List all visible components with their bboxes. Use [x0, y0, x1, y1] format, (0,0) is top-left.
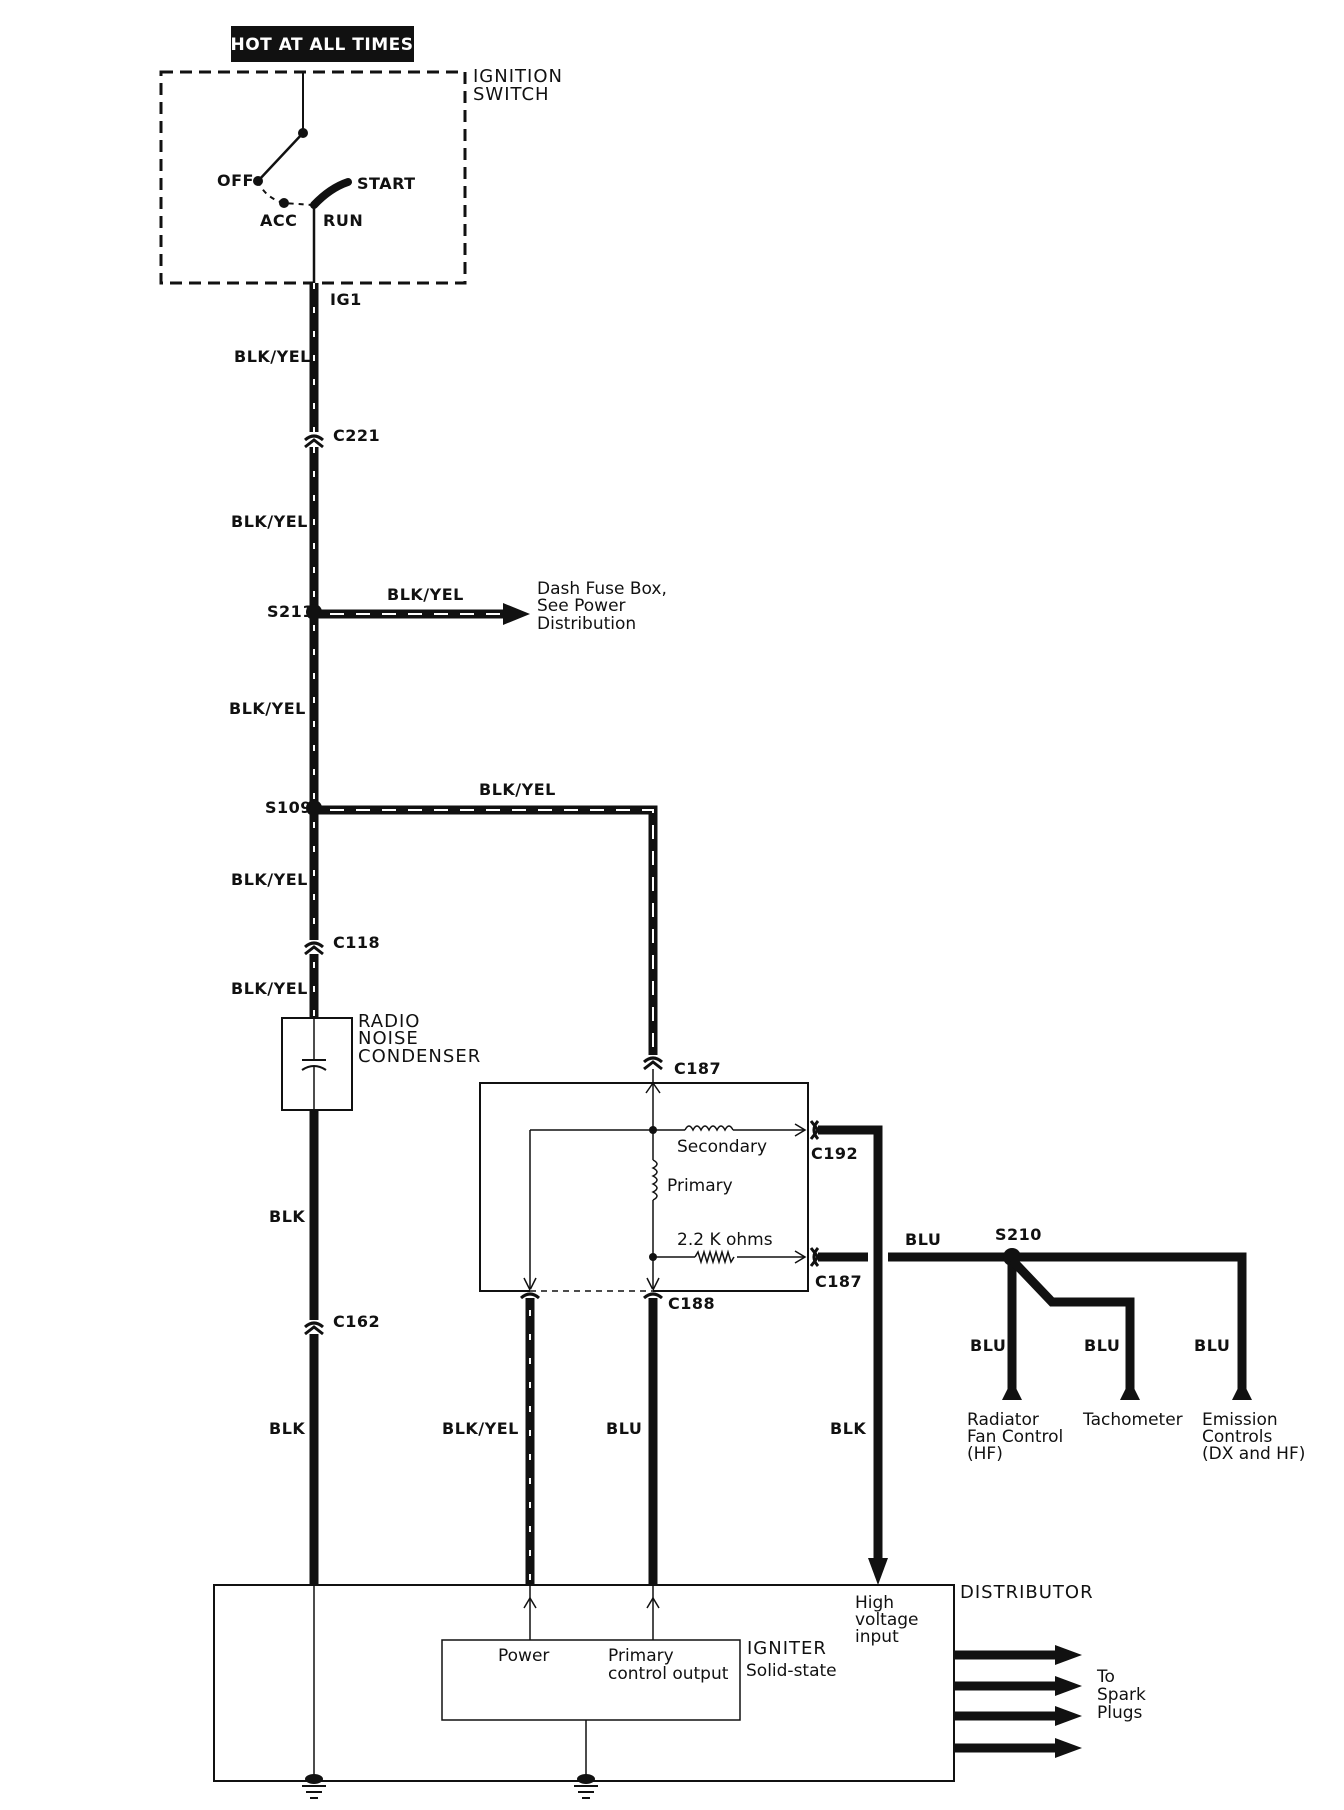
wire-label-blkyel-1: BLK/YEL	[234, 347, 311, 366]
primary-control-line1: Primary	[608, 1646, 674, 1666]
wire-label-blk-hv: BLK	[830, 1419, 866, 1438]
spark-plug-outputs	[954, 1645, 1082, 1758]
connector-c118: C118	[304, 933, 380, 956]
connector-c221: C221	[304, 426, 380, 449]
s109-label: S109	[265, 798, 312, 817]
s210-label: S210	[995, 1225, 1042, 1244]
main-wire-segment-5: BLK/YEL	[231, 954, 319, 1018]
main-wire-segment-2: BLK/YEL	[231, 447, 319, 612]
splice-s211: S211 BLK/YEL Dash Fuse Box, See Power Di…	[267, 579, 667, 634]
c118-label: C118	[333, 933, 380, 952]
radiator-line3: (HF)	[967, 1444, 1003, 1464]
emission-line2: Controls	[1202, 1427, 1272, 1447]
ground-symbol-igniter	[574, 1774, 598, 1799]
igniter-sub: Solid-state	[746, 1661, 837, 1681]
high-voltage-line1: High	[855, 1593, 894, 1613]
igniter-title: IGNITER	[747, 1638, 827, 1659]
main-wire-segment-7: BLK	[269, 1334, 319, 1585]
ignition-switch-title-2: SWITCH	[473, 84, 550, 105]
ignition-coil: C187 Secondary Primary 2.2 K ohms	[479, 1056, 809, 1293]
wire-label-blu-tach: BLU	[1084, 1336, 1120, 1355]
start-label: START	[357, 174, 416, 193]
splice-s109: S109 BLK/YEL	[265, 780, 658, 1055]
wire-label-blkyel-4: BLK/YEL	[231, 870, 308, 889]
dash-fuse-box-line2: See Power	[537, 596, 626, 616]
off-label: OFF	[217, 171, 254, 190]
main-wire-segment-6: BLK	[269, 1110, 319, 1320]
main-wire-segment-1: IG1 BLK/YEL	[234, 283, 362, 432]
wire-label-blu-s210: BLU	[905, 1230, 941, 1249]
hot-at-all-times-label: HOT AT ALL TIMES	[231, 26, 414, 62]
primary-control-line2: control output	[608, 1664, 729, 1684]
main-wire-segment-3: BLK/YEL	[229, 612, 319, 808]
c187-right-label: C187	[815, 1272, 862, 1291]
c188-label: C188	[668, 1294, 715, 1313]
condenser-label-3: CONDENSER	[358, 1046, 481, 1067]
wire-label-blkyel-s109: BLK/YEL	[479, 780, 556, 799]
wire-label-blkyel-2: BLK/YEL	[231, 512, 308, 531]
hot-label-text: HOT AT ALL TIMES	[231, 35, 414, 55]
emission-line3: (DX and HF)	[1202, 1444, 1305, 1464]
wire-label-blu-primary: BLU	[606, 1419, 642, 1438]
connector-c187-right: C187 BLU	[809, 1230, 1012, 1291]
dash-fuse-box-line1: Dash Fuse Box,	[537, 579, 667, 599]
high-voltage-line2: voltage	[855, 1610, 919, 1630]
power-label: Power	[498, 1646, 549, 1666]
wire-label-blu-emission: BLU	[1194, 1336, 1230, 1355]
run-label: RUN	[323, 211, 363, 230]
c162-label: C162	[333, 1312, 380, 1331]
c192-label: C192	[811, 1144, 858, 1163]
tachometer-label: Tachometer	[1082, 1410, 1183, 1430]
condenser-label-1: RADIO	[358, 1011, 420, 1032]
ig1-label: IG1	[330, 290, 362, 309]
spark-line2: Spark	[1097, 1685, 1146, 1705]
dash-fuse-box-line3: Distribution	[537, 614, 636, 634]
spark-line3: Plugs	[1097, 1703, 1143, 1723]
connector-c162: C162	[304, 1312, 380, 1336]
wire-label-blkyel-s211: BLK/YEL	[387, 585, 464, 604]
connector-c192: C192 BLK	[809, 1120, 888, 1585]
resistor-label: 2.2 K ohms	[677, 1230, 773, 1250]
ignition-switch-title-1: IGNITION	[473, 66, 563, 87]
wire-label-blkyel-5: BLK/YEL	[231, 979, 308, 998]
radiator-line1: Radiator	[967, 1410, 1039, 1430]
wire-label-blu-radiator: BLU	[970, 1336, 1006, 1355]
c221-label: C221	[333, 426, 380, 445]
c187-top-label: C187	[674, 1059, 721, 1078]
wire-label-blk-2: BLK	[269, 1419, 305, 1438]
spark-line1: To	[1096, 1667, 1115, 1687]
condenser-label-2: NOISE	[358, 1028, 419, 1049]
splice-s210: S210 BLU BLU BLU Radiator Fan Control (H…	[967, 1225, 1305, 1464]
radiator-line2: Fan Control	[967, 1427, 1063, 1447]
primary-label: Primary	[667, 1176, 733, 1196]
secondary-label: Secondary	[677, 1137, 767, 1157]
ignition-switch: IGNITION SWITCH OFF ACC START RUN	[159, 66, 563, 285]
high-voltage-line3: input	[855, 1627, 899, 1647]
distributor-title: DISTRIBUTOR	[960, 1582, 1094, 1603]
ground-symbol-left	[302, 1774, 326, 1799]
s211-label: S211	[267, 602, 314, 621]
wire-label-blkyel-power: BLK/YEL	[442, 1419, 519, 1438]
acc-contact	[279, 198, 289, 208]
wire-label-blk-1: BLK	[269, 1207, 305, 1226]
radio-noise-condenser: RADIO NOISE CONDENSER	[281, 1011, 481, 1111]
main-wire-segment-4: BLK/YEL	[231, 808, 319, 940]
acc-label: ACC	[260, 211, 297, 230]
distributor: DISTRIBUTOR High voltage input Power Pri…	[213, 1582, 1146, 1782]
wire-label-blkyel-3: BLK/YEL	[229, 699, 306, 718]
emission-line1: Emission	[1202, 1410, 1278, 1430]
connector-c188: C188 BLK/YEL BLU	[442, 1292, 715, 1585]
